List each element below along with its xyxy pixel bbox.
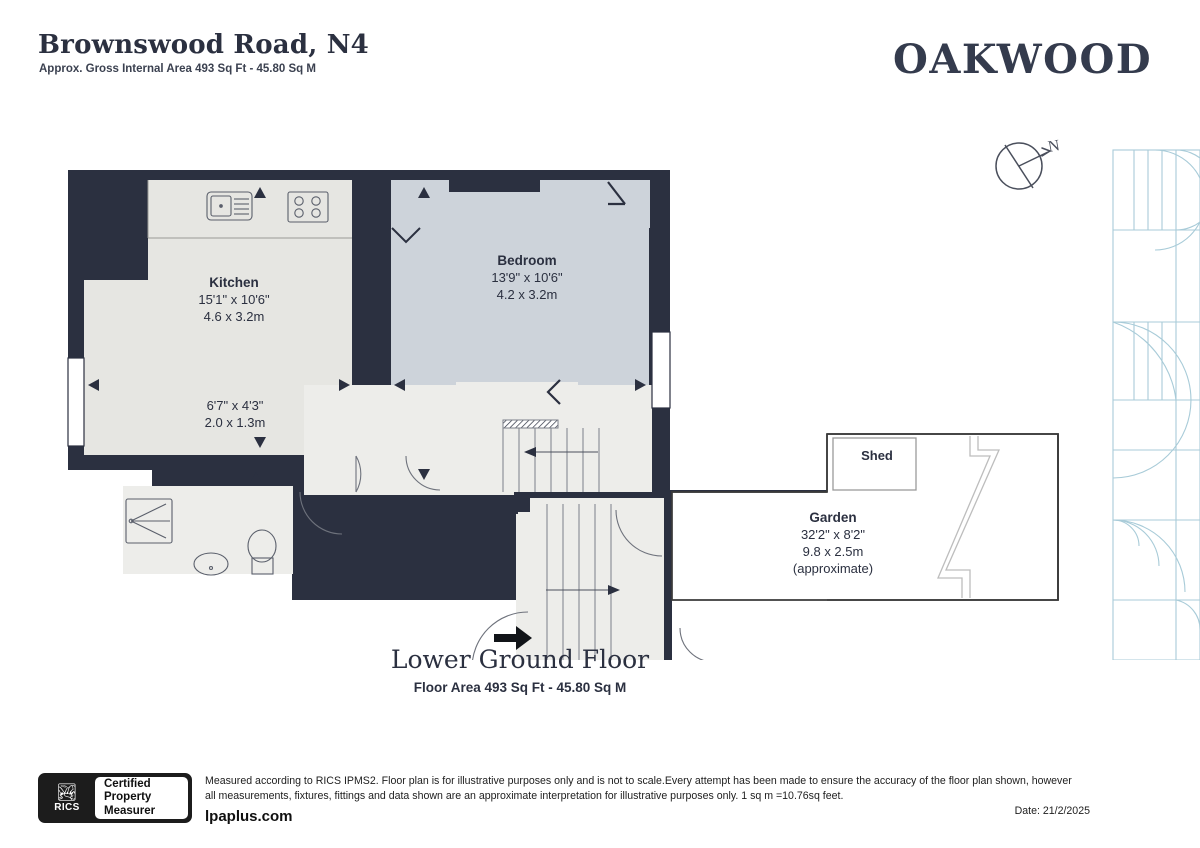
garden-note: (approximate) (792, 561, 874, 576)
rics-word: RICS (54, 801, 80, 813)
shed-outline (832, 437, 917, 491)
bedroom-dim-imperial: 13'9" x 10'6" (491, 270, 563, 285)
garden-name: Garden (809, 510, 857, 525)
rics-line-1: Certified (104, 777, 151, 790)
room-bedroom (391, 180, 650, 392)
brand-logo: OAKWOOD (892, 36, 1152, 83)
room-label-bedroom: Bedroom 13'9" x 10'6" 4.2 x 3.2m (447, 252, 607, 303)
basin-icon (193, 552, 229, 576)
rics-line-3: Measurer (104, 804, 156, 817)
shed-name: Shed (861, 448, 893, 463)
svg-text:N: N (1047, 137, 1062, 156)
kitchen-dim-metric: 4.6 x 3.2m (203, 309, 265, 324)
garden-dim-imperial: 32'2" x 8'2" (800, 527, 866, 542)
rics-lion-icon: 🏞 RICS (39, 774, 95, 822)
room-label-bathroom: 6'7" x 4'3" 2.0 x 1.3m (150, 397, 320, 431)
windows (67, 331, 671, 447)
bedroom-dim-metric: 4.2 x 3.2m (496, 287, 558, 302)
bathroom-dim-imperial: 6'7" x 4'3" (206, 398, 264, 413)
floorplan-drawing: N (67, 137, 1200, 660)
shower-icon (125, 498, 173, 544)
toilet-icon (247, 529, 277, 575)
disclaimer-text: Measured according to RICS IPMS2. Floor … (205, 775, 1072, 802)
kitchen-dim-imperial: 15'1" x 10'6" (198, 292, 270, 307)
bedroom-name: Bedroom (497, 253, 557, 268)
garden-path (937, 436, 991, 598)
room-label-garden: Garden 32'2" x 8'2" 9.8 x 2.5m (approxim… (753, 509, 913, 577)
room-label-kitchen: Kitchen 15'1" x 10'6" 4.6 x 3.2m (154, 274, 314, 325)
entrance-arrow-icon (494, 626, 532, 650)
rics-lion-glyph: 🏞 (56, 782, 78, 802)
garden-dim-metric: 9.8 x 2.5m (802, 544, 864, 559)
room-bathroom (123, 486, 293, 576)
room-label-shed: Shed (840, 447, 914, 464)
door-swings (299, 455, 705, 660)
sink-icon (206, 191, 253, 221)
bathroom-dim-metric: 2.0 x 1.3m (204, 415, 266, 430)
dimension-ticks (88, 187, 646, 483)
staircase (502, 379, 620, 660)
floor-caption: Lower Ground Floor Floor Area 493 Sq Ft … (200, 645, 840, 695)
page-title: Brownswood Road, N4 (38, 30, 369, 60)
room-kitchen (84, 180, 352, 455)
floor-title: Lower Ground Floor (390, 645, 650, 674)
rics-line-2: Property (104, 791, 152, 804)
page-subtitle: Approx. Gross Internal Area 493 Sq Ft - … (39, 63, 316, 75)
decorative-pattern (1112, 149, 1200, 660)
compass-icon: N (995, 137, 1062, 190)
garden-area (671, 433, 1059, 601)
rics-certification-badge: 🏞 RICS Certified Property Measurer (38, 773, 192, 823)
website-link[interactable]: lpaplus.com (205, 808, 293, 825)
plan-date: Date: 21/2/2025 (1014, 805, 1090, 817)
kitchen-name: Kitchen (209, 275, 259, 290)
floor-area: Floor Area 493 Sq Ft - 45.80 Sq M (413, 680, 627, 695)
hob-icon (287, 191, 329, 223)
rics-badge-text: Certified Property Measurer (95, 777, 188, 819)
